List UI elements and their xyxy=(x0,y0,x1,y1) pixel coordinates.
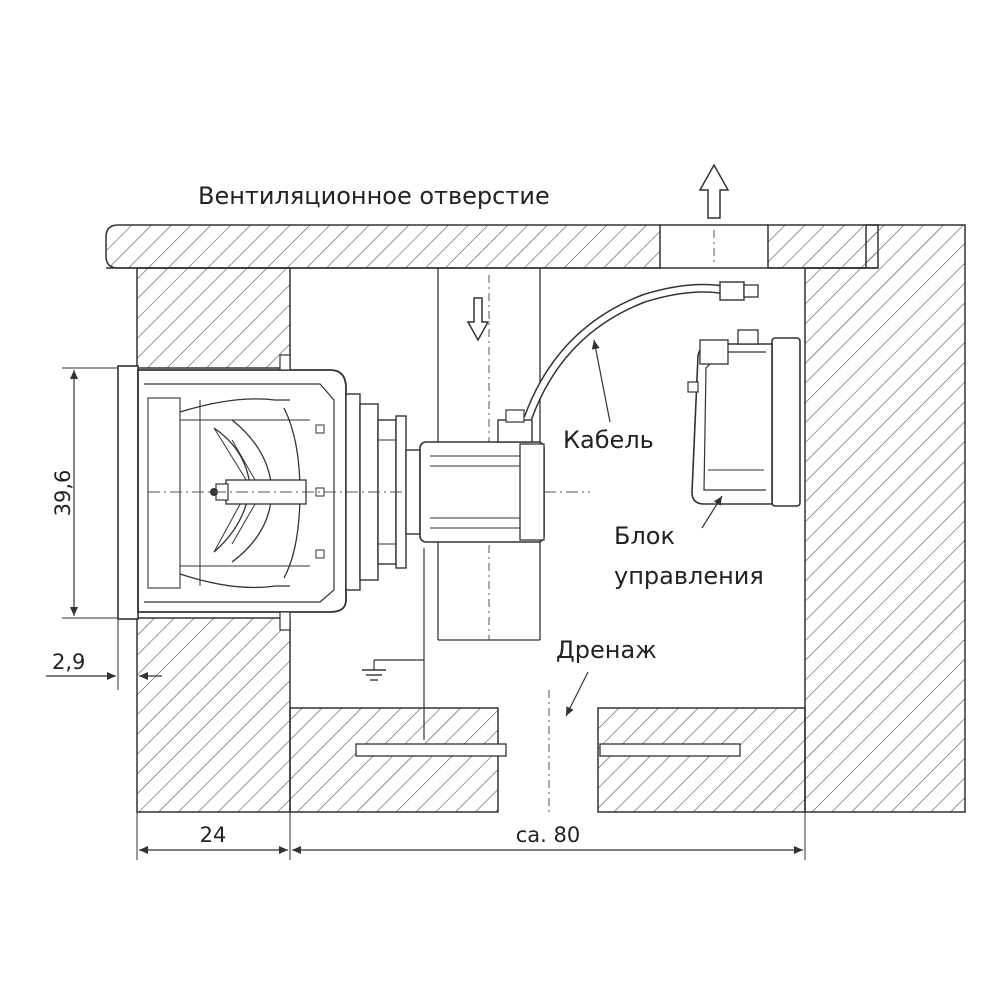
top-slab xyxy=(105,224,879,269)
floor-slab xyxy=(289,690,806,813)
dimension-wall-label: 24 xyxy=(200,823,227,847)
cable-label: Кабель xyxy=(563,426,654,454)
ground-icon xyxy=(362,660,386,681)
dimension-depth-label: ca. 80 xyxy=(516,823,581,847)
drainage-leader xyxy=(565,671,589,717)
ground-wire xyxy=(374,548,425,740)
left-wall-lower xyxy=(136,617,291,813)
vent-opening xyxy=(660,224,768,262)
right-wall xyxy=(804,224,966,813)
control-unit-label-line1: Блок xyxy=(614,522,675,550)
air-up-arrow-icon xyxy=(698,163,730,219)
dimension-offset xyxy=(46,620,162,690)
pump-unit xyxy=(117,354,590,631)
cable xyxy=(523,281,759,420)
control-unit-leader xyxy=(701,495,723,529)
dimension-height-label: 39,6 xyxy=(51,470,75,517)
left-wall-upper xyxy=(136,267,291,369)
cable-leader xyxy=(591,339,611,423)
dimension-height xyxy=(62,367,118,619)
motor xyxy=(405,409,545,543)
vent-opening-label: Вентиляционное отверстие xyxy=(198,182,550,210)
dimension-bottom xyxy=(136,812,806,860)
air-down-arrow-icon xyxy=(466,297,490,342)
control-unit-label-line2: управления xyxy=(614,562,764,590)
dimension-offset-label: 2,9 xyxy=(52,650,85,674)
control-unit xyxy=(687,329,801,507)
drainage-label: Дренаж xyxy=(556,636,657,664)
